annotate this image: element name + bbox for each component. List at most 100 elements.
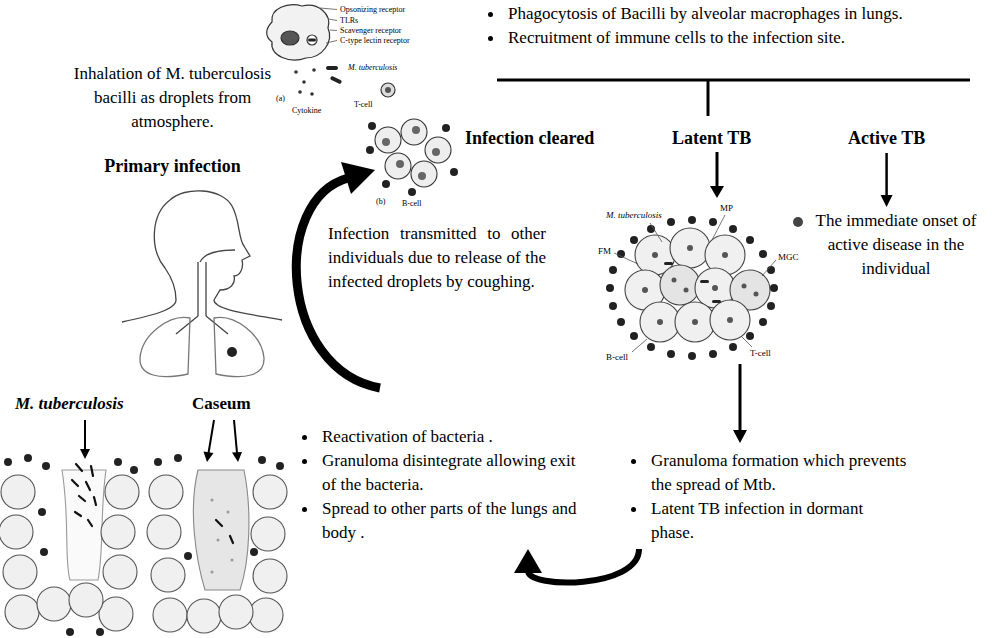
bullet-dot bbox=[631, 459, 636, 464]
part-label: (b) bbox=[376, 197, 385, 206]
macrophage-drawing bbox=[302, 80, 306, 84]
bacteria-exit-drawing bbox=[76, 464, 82, 471]
part-label: M. tuberculosis bbox=[15, 394, 124, 414]
node-text: Latent TB bbox=[672, 126, 751, 150]
granuloma-drawing bbox=[762, 260, 776, 276]
human-airway-drawing bbox=[176, 316, 198, 334]
connector-arrow bbox=[881, 153, 893, 207]
bacteria-exit-drawing bbox=[4, 458, 12, 466]
macrophage-drawing bbox=[328, 19, 337, 21]
bacteria-exit-drawing bbox=[99, 597, 133, 631]
bullet-text: Reactivation of bacteria . bbox=[322, 425, 588, 449]
bullet-text: Recruitment of immune cells to the infec… bbox=[508, 26, 977, 50]
bacteria-exit-drawing bbox=[3, 555, 37, 589]
part-label: TLRs bbox=[340, 16, 358, 25]
granuloma-drawing bbox=[657, 319, 663, 325]
granuloma-drawing bbox=[630, 332, 638, 340]
bacteria-exit-drawing bbox=[94, 497, 96, 505]
macrophage-drawing bbox=[310, 92, 314, 96]
granuloma-drawing bbox=[632, 339, 647, 352]
caseum-drawing bbox=[153, 598, 187, 632]
bullet-list: Granuloma formation which prevents the s… bbox=[625, 449, 907, 545]
macrophage-drawing bbox=[320, 8, 337, 10]
immune-cells-drawing bbox=[442, 124, 450, 132]
human-airway-drawing bbox=[214, 300, 282, 320]
cycle-arrow bbox=[341, 162, 375, 194]
part-label: M. tuberculosis bbox=[606, 210, 662, 220]
node-text: Active TB bbox=[848, 126, 925, 150]
human-airway-drawing bbox=[206, 316, 228, 334]
human-airway-drawing bbox=[122, 300, 176, 322]
outcome-bracket bbox=[707, 80, 710, 116]
immune-cells-drawing bbox=[408, 188, 416, 196]
immune-cells-drawing bbox=[375, 127, 401, 153]
granuloma-drawing bbox=[617, 250, 625, 258]
step-text: Infection transmitted to other individua… bbox=[328, 222, 546, 294]
granuloma-drawing bbox=[667, 218, 675, 226]
granuloma-drawing bbox=[722, 252, 728, 258]
granuloma-drawing bbox=[606, 215, 778, 360]
immune-cells-drawing bbox=[396, 160, 404, 168]
part-label: T-cell bbox=[354, 100, 372, 109]
granuloma-drawing bbox=[727, 317, 733, 323]
granuloma-drawing bbox=[609, 266, 617, 274]
granuloma-drawing bbox=[652, 252, 658, 258]
immune-cells-drawing bbox=[418, 172, 426, 180]
part-label: Opsonizing receptor bbox=[340, 5, 405, 14]
bacteria-exit-drawing bbox=[24, 454, 32, 462]
bullet-dot bbox=[302, 459, 307, 464]
bullet-list: Phagocytosis of Bacilli by alveolar macr… bbox=[482, 2, 977, 50]
caseum-drawing bbox=[216, 520, 233, 543]
bacteria-exit-drawing bbox=[91, 466, 93, 476]
human-airway-drawing bbox=[170, 191, 250, 300]
granuloma-drawing bbox=[767, 302, 775, 310]
bacteria-exit-drawing bbox=[1, 475, 35, 509]
bacteria-exit-drawing bbox=[75, 512, 81, 516]
step-text: The immediate onset of active disease in… bbox=[815, 209, 977, 281]
part-label: MP bbox=[720, 203, 733, 213]
macrophage-drawing bbox=[307, 35, 317, 45]
bullet-dot bbox=[302, 507, 307, 512]
human-airway-drawing bbox=[205, 262, 206, 316]
caseum-drawing bbox=[149, 475, 183, 509]
bullet-text: Granuloma formation which prevents the s… bbox=[651, 449, 907, 497]
bacteria-exit-drawing bbox=[0, 420, 139, 636]
caseum-drawing bbox=[211, 499, 214, 502]
bacteria-exit-drawing bbox=[105, 475, 139, 509]
granuloma-drawing bbox=[688, 216, 696, 224]
granuloma-drawing bbox=[729, 225, 737, 233]
granuloma-drawing bbox=[650, 223, 662, 242]
bacteria-exit-drawing bbox=[5, 595, 39, 629]
bullet-dot bbox=[631, 507, 636, 512]
bullet-text: Phagocytosis of Bacilli by alveolar macr… bbox=[508, 2, 977, 26]
node-text: Infection cleared bbox=[465, 126, 594, 150]
macrophage-drawing bbox=[381, 83, 395, 97]
bacteria-exit-drawing bbox=[88, 520, 92, 526]
bacterium-dot bbox=[793, 217, 803, 227]
bacteria-exit-drawing bbox=[101, 515, 135, 549]
granuloma-drawing bbox=[606, 284, 614, 292]
human-airway-drawing bbox=[122, 191, 282, 377]
part-label: Cytokine bbox=[292, 106, 321, 115]
caseum-drawing bbox=[204, 452, 214, 463]
human-airway-drawing bbox=[214, 317, 264, 376]
flow-arrow bbox=[710, 186, 724, 198]
connector-arrow bbox=[514, 549, 639, 583]
part-label: T-cell bbox=[750, 348, 771, 358]
outcome-bracket bbox=[497, 80, 970, 116]
granuloma-drawing bbox=[759, 318, 767, 326]
immune-cells-drawing bbox=[412, 126, 420, 134]
macrophage-drawing bbox=[267, 5, 395, 97]
part-label: B-cell bbox=[606, 352, 628, 362]
arrow-head bbox=[881, 195, 893, 207]
bacteria-exit-drawing bbox=[42, 462, 50, 470]
part-label: Caseum bbox=[192, 394, 251, 414]
granuloma-drawing bbox=[647, 343, 655, 351]
granuloma-drawing bbox=[672, 278, 677, 283]
caseum-drawing bbox=[154, 458, 162, 466]
caseum-drawing bbox=[230, 536, 233, 543]
immune-cells-drawing bbox=[401, 119, 427, 145]
macrophage-drawing bbox=[298, 90, 302, 94]
bullet-text: Granuloma disintegrate allowing exit of … bbox=[322, 449, 588, 497]
